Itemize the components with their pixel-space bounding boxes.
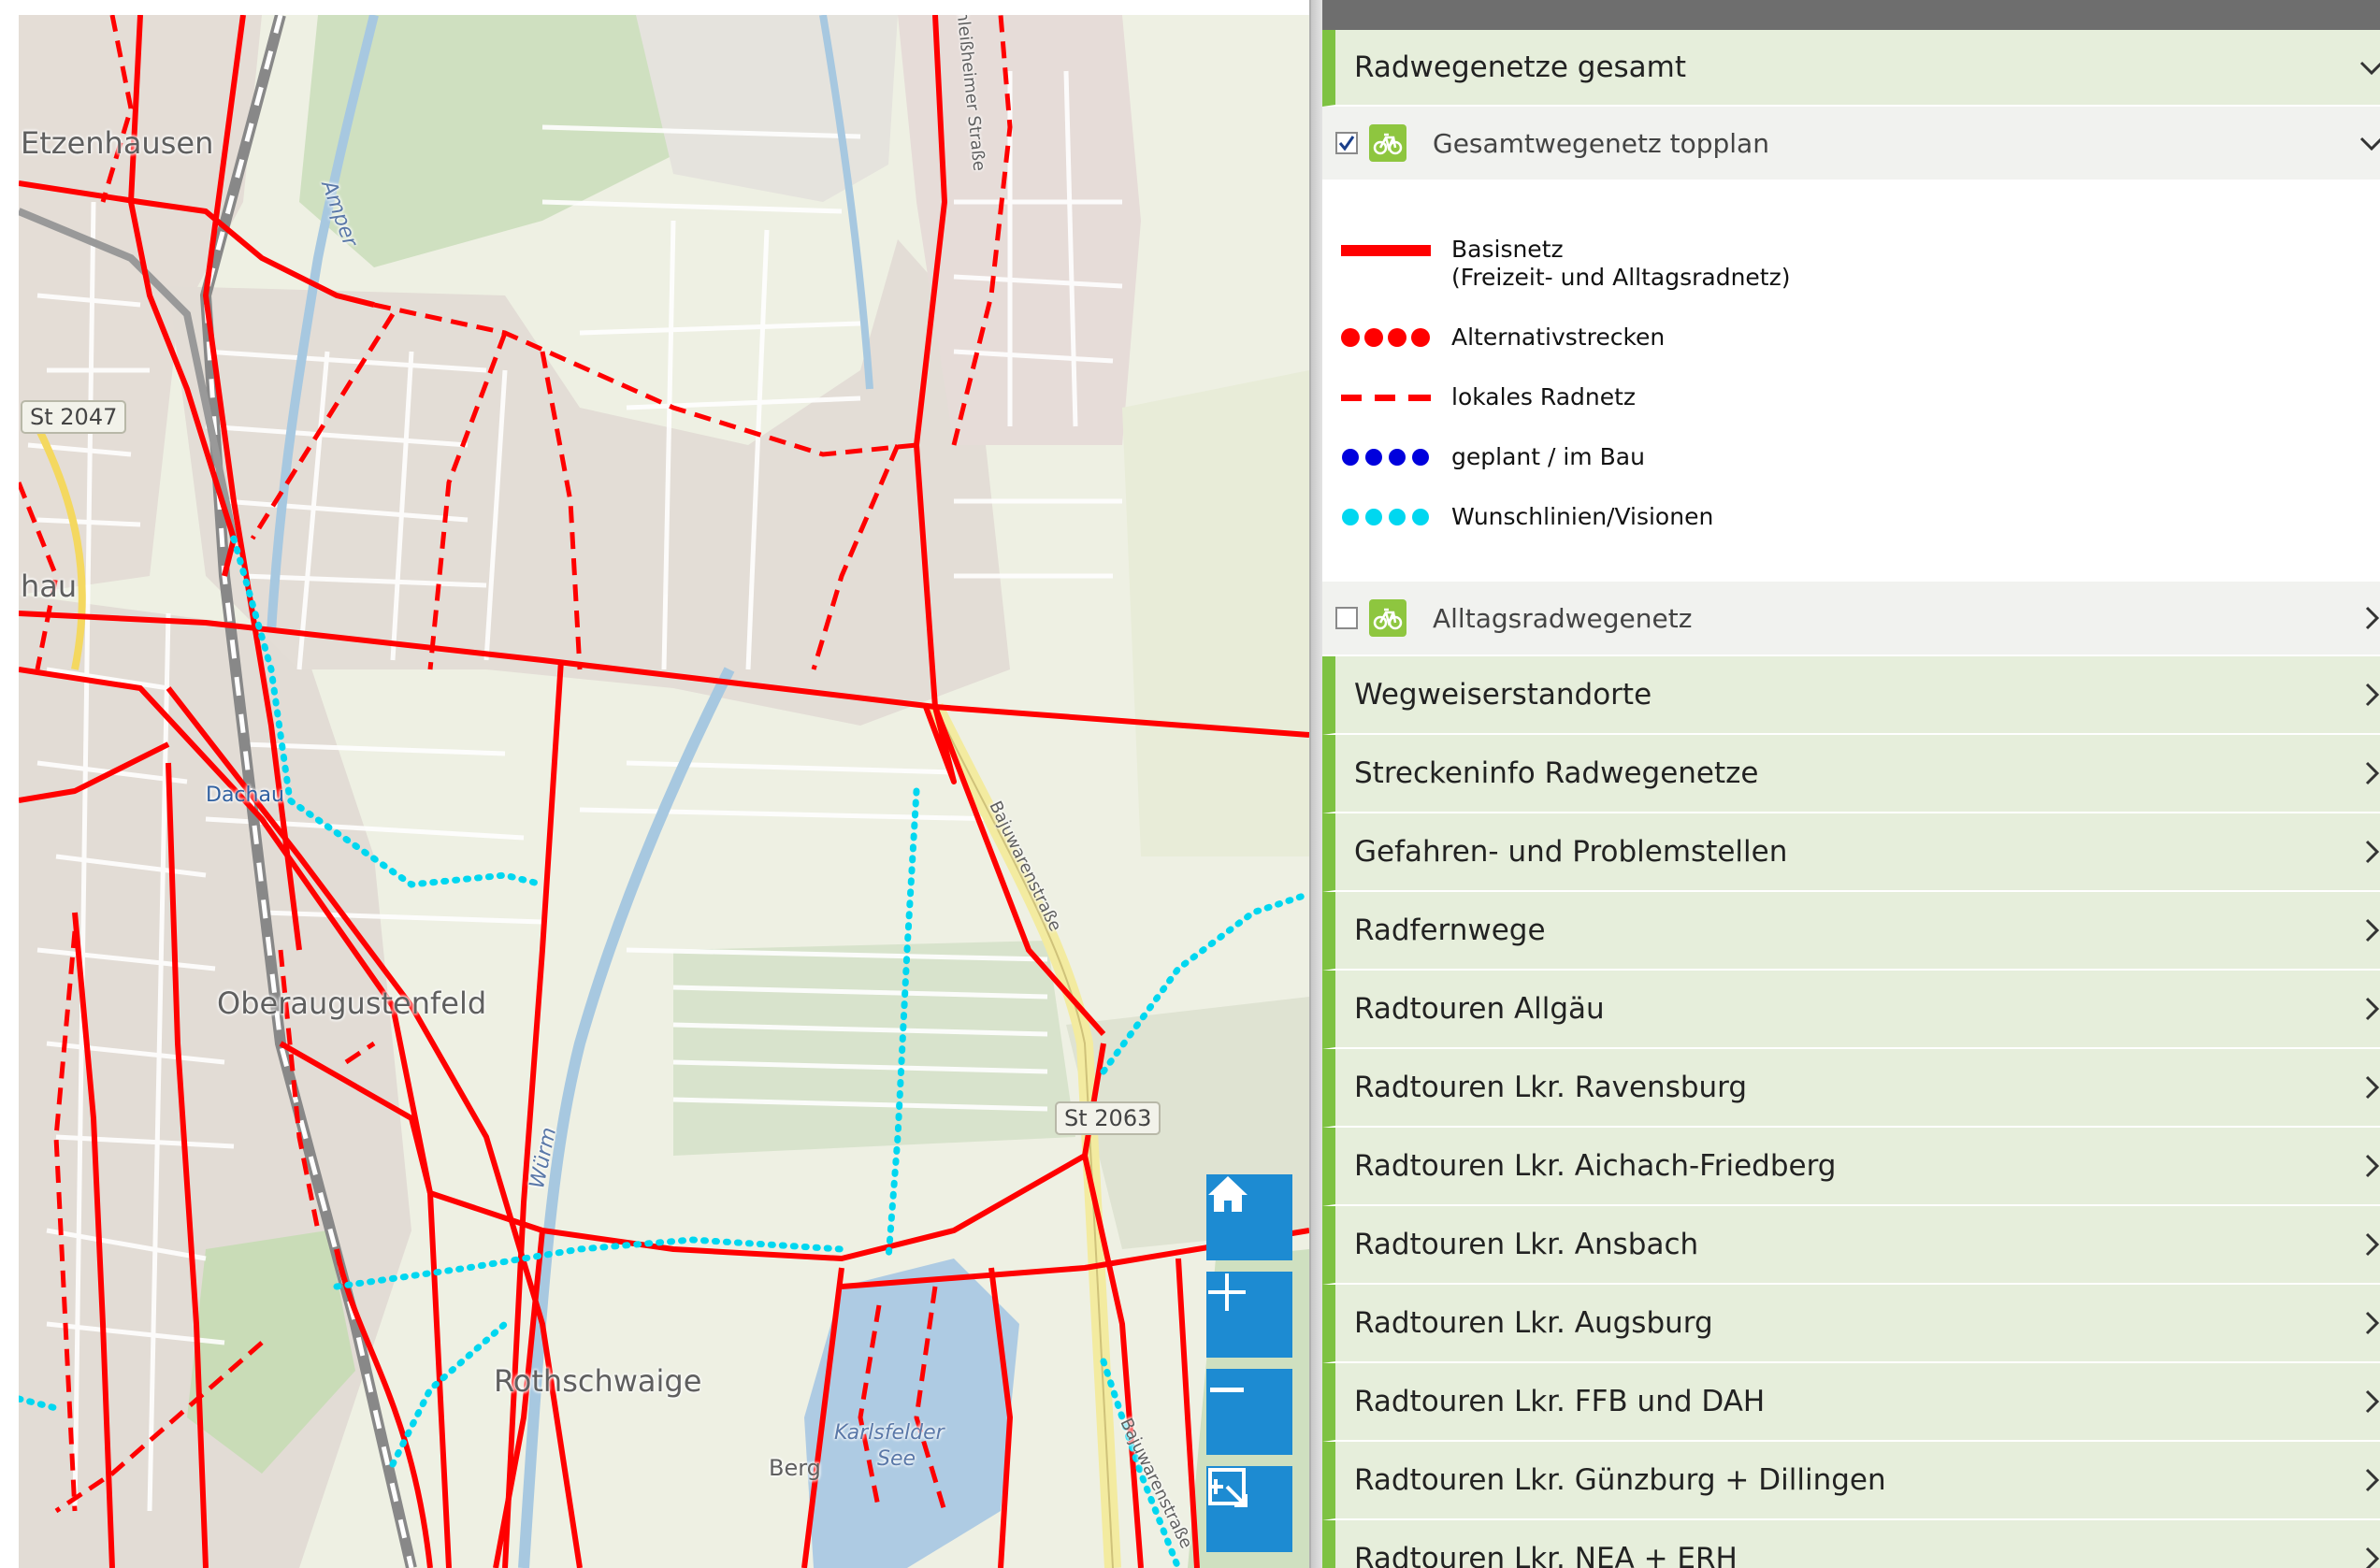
place-label: Oberaugustenfeld — [217, 985, 487, 1021]
section-row[interactable]: Radtouren Lkr. FFB und DAH — [1322, 1363, 2380, 1442]
section-title: Radtouren Lkr. Ansbach — [1354, 1228, 1699, 1261]
water-label: Karlsfelder — [834, 1421, 945, 1445]
zoom-out-button[interactable] — [1206, 1369, 1292, 1455]
section-title: Radtouren Allgäu — [1354, 992, 1605, 1026]
layer-checkbox[interactable] — [1335, 607, 1358, 629]
legend-symbol-solid — [1341, 236, 1435, 264]
bicycle-icon — [1369, 599, 1406, 637]
legend-label: lokales Radnetz — [1451, 383, 1637, 410]
section-row[interactable]: Radtouren Lkr. Augsburg — [1322, 1285, 2380, 1363]
place-label: Berg — [769, 1455, 821, 1481]
legend-symbol-dots — [1341, 503, 1435, 531]
legend-item-geplant: geplant / im Bau — [1341, 443, 1645, 471]
zoom-extent-button[interactable] — [1206, 1466, 1292, 1552]
road-shield: St 2063 — [1055, 1101, 1161, 1135]
section-title: Radtouren Lkr. Ravensburg — [1354, 1071, 1748, 1104]
legend-label: Wunschlinien/Visionen — [1451, 503, 1714, 530]
legend-item-alternativstrecken: Alternativstrecken — [1341, 324, 1665, 352]
layer-gesamtwegenetz-topplan[interactable]: Gesamtwegenetz topplan — [1322, 107, 2380, 181]
plus-icon — [1208, 1273, 1246, 1311]
section-row[interactable]: Radtouren Allgäu — [1322, 971, 2380, 1049]
panel-top-bar — [1322, 0, 2380, 30]
legend-label: geplant / im Bau — [1451, 443, 1645, 470]
section-row[interactable]: Radtouren Lkr. NEA + ERH — [1322, 1520, 2380, 1568]
section-title: Radfernwege — [1354, 913, 1546, 947]
bicycle-icon — [1369, 124, 1406, 162]
section-title: Radtouren Lkr. Günzburg + Dillingen — [1354, 1463, 1886, 1497]
chevron-right-icon — [2365, 606, 2380, 630]
legend-symbol-dots — [1341, 324, 1435, 352]
chevron-right-icon — [2365, 1468, 2380, 1492]
section-title: Radtouren Lkr. Augsburg — [1354, 1306, 1713, 1340]
minus-icon — [1210, 1388, 1244, 1392]
section-title: Radtouren Lkr. Aichach-Friedberg — [1354, 1149, 1837, 1183]
chevron-right-icon — [2365, 683, 2380, 707]
chevron-down-icon — [2359, 137, 2380, 151]
legend-symbol-dots — [1341, 443, 1435, 471]
legend-label: Alternativstrecken — [1451, 324, 1666, 351]
legend-sublabel: (Freizeit- und Alltagsradnetz) — [1451, 264, 1791, 291]
legend-symbol-dashed — [1341, 383, 1435, 411]
section-title: Radtouren Lkr. FFB und DAH — [1354, 1385, 1766, 1418]
section-title: Gefahren- und Problemstellen — [1354, 835, 1788, 869]
section-row[interactable]: Radtouren Lkr. Ravensburg — [1322, 1049, 2380, 1128]
layer-alltagsradwegenetz[interactable]: Alltagsradwegenetz — [1322, 582, 2380, 656]
layer-checkbox[interactable] — [1335, 132, 1358, 154]
section-title: Radtouren Lkr. NEA + ERH — [1354, 1542, 1738, 1568]
legend-item-lokales-radnetz: lokales Radnetz — [1341, 383, 1636, 411]
chevron-right-icon — [2365, 918, 2380, 942]
map-view[interactable]: Etzenhausen hau Dachau Oberaugustenfeld … — [19, 15, 1309, 1568]
section-row[interactable]: Wegweiserstandorte — [1322, 656, 2380, 735]
layer-label: Gesamtwegenetz topplan — [1433, 127, 1769, 159]
checkmark-icon — [1338, 136, 1355, 151]
home-button[interactable] — [1206, 1174, 1292, 1260]
section-title: Streckeninfo Radwegenetze — [1354, 756, 1759, 790]
water-label: See — [877, 1447, 916, 1471]
section-title: Wegweiserstandorte — [1354, 678, 1652, 712]
zoom-in-button[interactable] — [1206, 1272, 1292, 1358]
legend-item-basisnetz: Basisnetz (Freizeit- und Alltagsradnetz) — [1341, 236, 1790, 292]
zoom-extent-icon — [1208, 1468, 1248, 1507]
road-shield: St 2047 — [21, 400, 127, 434]
layer-panel: Radwegenetze gesamt Gesamtwegenetz toppl… — [1322, 0, 2380, 1568]
chevron-right-icon — [2365, 1311, 2380, 1335]
section-row[interactable]: Streckeninfo Radwegenetze — [1322, 735, 2380, 813]
legend-item-wunschlinien: Wunschlinien/Visionen — [1341, 503, 1713, 531]
place-label: Etzenhausen — [21, 125, 214, 161]
chevron-right-icon — [2365, 1546, 2380, 1568]
chevron-down-icon — [2359, 61, 2380, 76]
section-row[interactable]: Radtouren Lkr. Aichach-Friedberg — [1322, 1128, 2380, 1206]
section-title: Radwegenetze gesamt — [1354, 50, 1687, 84]
chevron-right-icon — [2365, 997, 2380, 1021]
legend-label: Basisnetz — [1451, 236, 1564, 263]
chevron-right-icon — [2365, 1389, 2380, 1414]
chevron-right-icon — [2365, 761, 2380, 785]
chevron-right-icon — [2365, 1232, 2380, 1257]
place-label: Rothschwaige — [494, 1363, 702, 1399]
chevron-right-icon — [2365, 1075, 2380, 1100]
section-row[interactable]: Radfernwege — [1322, 892, 2380, 971]
section-row[interactable]: Radtouren Lkr. Günzburg + Dillingen — [1322, 1442, 2380, 1520]
home-icon — [1208, 1176, 1248, 1212]
map-canvas — [19, 15, 1309, 1568]
panel-resize-handle[interactable] — [1309, 0, 1324, 1568]
section-row[interactable]: Gefahren- und Problemstellen — [1322, 813, 2380, 892]
layer-label: Alltagsradwegenetz — [1433, 602, 1693, 634]
section-radwegenetze-gesamt[interactable]: Radwegenetze gesamt — [1322, 30, 2380, 107]
place-label: Dachau — [206, 784, 284, 807]
chevron-right-icon — [2365, 1154, 2380, 1178]
section-row[interactable]: Radtouren Lkr. Ansbach — [1322, 1206, 2380, 1285]
place-label: hau — [21, 568, 78, 604]
legend: Basisnetz (Freizeit- und Alltagsradnetz)… — [1322, 181, 2380, 582]
chevron-right-icon — [2365, 840, 2380, 864]
